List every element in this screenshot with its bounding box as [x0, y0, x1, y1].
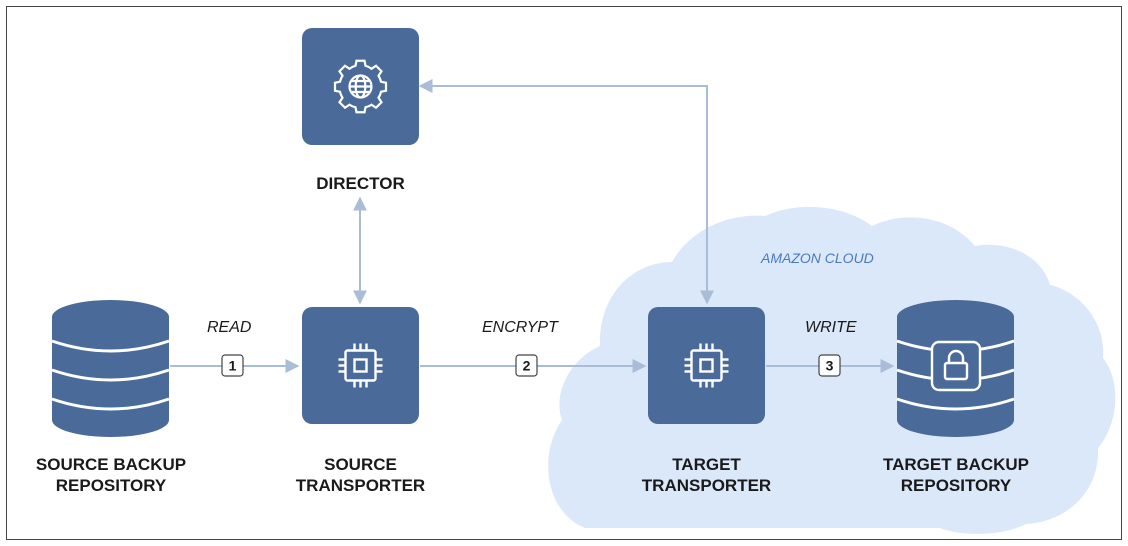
step-number-3: 3	[826, 358, 834, 374]
locked-database-icon	[896, 300, 1015, 437]
step-badge-3: 3	[818, 354, 841, 377]
chip-icon	[338, 343, 383, 388]
step-label-read: READ	[207, 319, 252, 336]
source-transporter-label: SOURCE TRANSPORTER	[295, 455, 426, 495]
source-repo-label: SOURCE BACKUP REPOSITORY	[35, 455, 187, 495]
step-number-2: 2	[523, 358, 531, 374]
chip-icon	[684, 343, 729, 388]
step-label-encrypt: ENCRYPT	[482, 319, 558, 336]
step-badge-1: 1	[221, 354, 244, 377]
cloud-region-label: AMAZON CLOUD	[761, 250, 874, 266]
target-transporter-label: TARGET TRANSPORTER	[641, 455, 772, 495]
step-badge-2: 2	[515, 354, 538, 377]
step-label-write: WRITE	[805, 319, 857, 336]
target-repo-label: TARGET BACKUP REPOSITORY	[882, 455, 1030, 495]
database-icon	[51, 300, 170, 437]
director-label: DIRECTOR	[316, 174, 405, 193]
director-target-link	[418, 79, 714, 305]
source-transporter-node	[302, 307, 419, 424]
step-number-1: 1	[229, 358, 237, 374]
director-node	[302, 28, 419, 145]
target-transporter-node	[648, 307, 765, 424]
gear-globe-icon	[333, 59, 388, 114]
lock-icon	[943, 349, 969, 381]
